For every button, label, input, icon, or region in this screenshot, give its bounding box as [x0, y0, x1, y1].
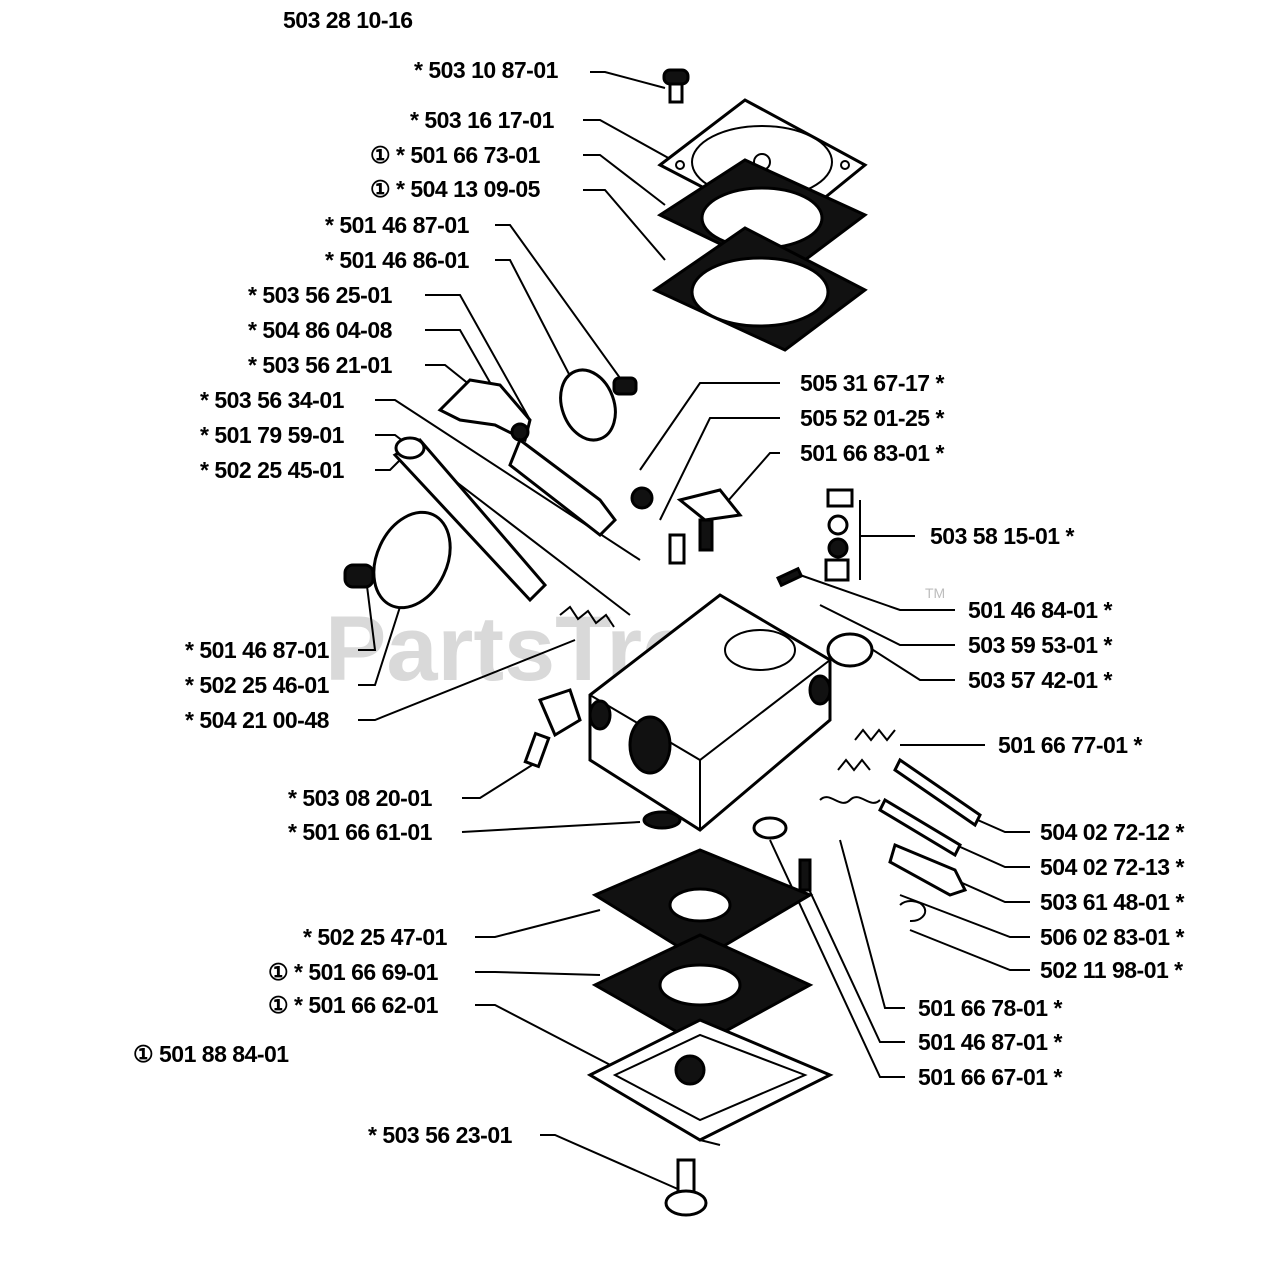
- part-label: 506 02 83-01 *: [1040, 924, 1184, 950]
- metering-cover: [586, 1018, 834, 1146]
- leader-p19: [869, 647, 955, 681]
- leader-p4: [583, 189, 666, 261]
- leader-p20: [358, 569, 377, 651]
- part-label: 501 66 83-01 *: [800, 440, 944, 466]
- e-clip: [899, 900, 927, 923]
- leader-p11: [375, 434, 631, 616]
- part-label: 501 66 78-01 *: [918, 995, 1062, 1021]
- pump-gasket: [651, 226, 868, 352]
- choke-disc: [343, 510, 452, 610]
- leader-p16: [859, 500, 915, 580]
- leader-p15: [719, 452, 780, 511]
- leader-lines: [358, 71, 1030, 1191]
- part-label: * 501 66 61-01: [288, 819, 433, 845]
- part-label: 503 57 42-01 *: [968, 667, 1112, 693]
- leader-p29: [899, 894, 1030, 938]
- part-label: * 503 08 20-01: [288, 785, 433, 811]
- part-label: 503 59 53-01 *: [968, 632, 1112, 658]
- part-label: * 501 46 86-01: [325, 247, 470, 273]
- choke-shaft: [392, 436, 548, 603]
- leader-p2: [583, 119, 673, 161]
- part-label: 501 46 84-01 *: [968, 597, 1112, 623]
- throttle-disc-upper: [559, 368, 638, 442]
- part-label: * 504 21 00-48: [185, 707, 330, 733]
- part-label: * 503 10 87-01: [414, 57, 559, 83]
- throttle-lever: [437, 378, 532, 443]
- pin-small: [776, 566, 804, 588]
- leader-p33: [475, 1004, 621, 1071]
- assembly-number: 503 28 10-16: [283, 7, 413, 33]
- part-labels: 503 28 10-16 * 503 10 87-01 * 503 16 17-…: [133, 7, 1185, 1148]
- part-label: 504 02 72-12 *: [1040, 819, 1184, 845]
- part-label: 505 52 01-25 *: [800, 405, 944, 431]
- part-label: * 502 25 45-01: [200, 457, 345, 483]
- part-label: 504 02 72-13 *: [1040, 854, 1184, 880]
- part-label: * 501 79 59-01: [200, 422, 345, 448]
- part-label: ① * 501 66 73-01: [370, 142, 541, 168]
- trademark-mark: TM: [925, 585, 945, 601]
- leader-p13: [639, 382, 780, 471]
- metering-gasket: [591, 848, 814, 962]
- part-label: * 504 86 04-08: [248, 317, 393, 343]
- bottom-screw: [664, 1158, 708, 1217]
- part-label: * 503 16 17-01: [410, 107, 555, 133]
- part-label: * 502 25 46-01: [185, 672, 330, 698]
- leader-p36: [769, 839, 905, 1078]
- leader-p5: [495, 224, 626, 386]
- part-label: * 503 56 25-01: [248, 282, 393, 308]
- part-label: 501 66 67-01 *: [918, 1064, 1062, 1090]
- part-label: * 501 46 87-01: [185, 637, 330, 663]
- part-label: * 503 56 23-01: [368, 1122, 513, 1148]
- adjustment-needles: [819, 728, 982, 897]
- part-label: * 503 56 21-01: [248, 352, 393, 378]
- leader-p10: [375, 399, 641, 561]
- part-label: ① 501 88 84-01: [133, 1041, 289, 1067]
- part-label: * 501 46 87-01: [325, 212, 470, 238]
- part-label: * 502 25 47-01: [303, 924, 448, 950]
- throttle-shaft: [508, 437, 617, 537]
- part-label: 503 58 15-01 *: [930, 523, 1074, 549]
- leader-p1: [590, 71, 666, 89]
- small-gasket: [642, 810, 682, 830]
- part-label: * 503 56 34-01: [200, 387, 345, 413]
- leader-p17: [799, 574, 955, 611]
- leader-p35: [799, 869, 905, 1043]
- part-label: 502 11 98-01 *: [1040, 957, 1183, 983]
- leader-p22: [358, 639, 576, 721]
- part-label: ① * 504 13 09-05: [370, 176, 541, 202]
- part-label: 505 31 67-17 *: [800, 370, 944, 396]
- leader-p30: [909, 929, 1030, 971]
- part-label: 501 66 77-01 *: [998, 732, 1142, 758]
- leader-p14: [659, 417, 780, 521]
- metering-lever: [630, 486, 743, 565]
- leader-p6: [495, 259, 586, 406]
- leader-p32: [475, 971, 601, 976]
- fuel-inlet-fitting: [523, 688, 582, 769]
- carburetor-body: [588, 593, 874, 832]
- filter-screen-stack: [824, 488, 854, 582]
- leader-p38: [540, 1134, 681, 1191]
- part-label: 503 61 48-01 *: [1040, 889, 1184, 915]
- leader-p24: [462, 759, 541, 799]
- leader-p25: [461, 821, 641, 833]
- leader-p31: [475, 909, 601, 938]
- leader-p34: [839, 839, 905, 1009]
- parts-illustration: [343, 68, 982, 1217]
- metering-diaphragm: [591, 933, 814, 1047]
- part-label: ① * 501 66 62-01: [268, 992, 439, 1018]
- leader-p9: [425, 364, 471, 386]
- leader-p28: [959, 881, 1030, 903]
- leader-p7: [425, 294, 531, 421]
- leader-p3: [583, 154, 666, 206]
- metering-pin: [752, 816, 812, 892]
- choke-spring: [559, 605, 615, 628]
- top-screw: [662, 68, 690, 104]
- leader-p18: [819, 604, 955, 646]
- part-label: ① * 501 66 69-01: [268, 959, 439, 985]
- part-label: 501 46 87-01 *: [918, 1029, 1062, 1055]
